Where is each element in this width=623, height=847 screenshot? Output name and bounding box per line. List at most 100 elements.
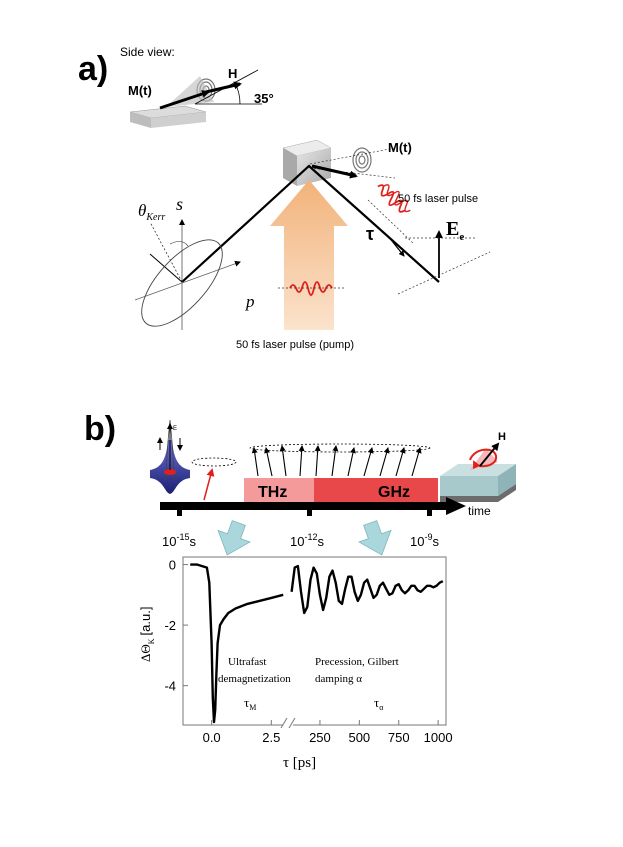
p-axis-label: p: [245, 292, 255, 311]
svg-text:ΔΘK[a.u.]: ΔΘK[a.u.]: [138, 607, 156, 662]
spin-arrow: [314, 445, 321, 477]
chart-frame: [182, 556, 447, 726]
tau-m-subscript: M: [249, 703, 256, 712]
e-field-dotted-guide: [397, 251, 491, 295]
svg-text:10-9s: 10-9s: [410, 532, 439, 549]
y-axis-unit: [a.u.]: [138, 607, 153, 636]
precession-spins: [249, 443, 431, 477]
sample-slab: H: [440, 431, 516, 502]
m-vector-arrow: [159, 90, 210, 110]
svg-text:τM: τM: [244, 695, 256, 712]
tick-unit: s: [189, 534, 196, 549]
spin-arrow: [279, 445, 287, 477]
axis-break-gap: [283, 718, 293, 730]
polarization-diagram: θKerr s p: [134, 194, 255, 330]
timeline-tick: [427, 506, 432, 516]
tick-unit: s: [432, 534, 439, 549]
panel-a-label: a): [78, 50, 108, 88]
p-axis: [134, 260, 241, 301]
pump-beam-arrow: [270, 180, 348, 330]
x-tick-label: 250: [309, 730, 331, 745]
e-field-letter: E: [446, 218, 459, 240]
spin-arrow: [395, 447, 406, 477]
theta-letter: θ: [138, 201, 146, 220]
side-view-m-label: M(t): [128, 83, 152, 98]
tau-alpha-letter: τ: [374, 695, 379, 710]
magnetization-ellipse: [191, 457, 237, 467]
side-view-h-label: H: [228, 66, 237, 81]
spin-arrow: [331, 445, 339, 477]
spin-arrow: [251, 447, 259, 477]
axis-break-slash: [288, 717, 296, 729]
s-axis-label: s: [176, 194, 183, 214]
m-vector-arrow: [311, 164, 358, 179]
pump-pulse-label: 50 fs laser pulse (pump): [236, 339, 354, 351]
y-tick-label: 0: [169, 558, 176, 573]
spin-arrow: [347, 447, 356, 477]
timeline-tick: [307, 506, 312, 516]
slab-base: [440, 484, 516, 502]
tick-exponent: -12: [304, 532, 317, 542]
cube-dotted-axis: [309, 147, 396, 165]
tick-base: 10: [290, 534, 304, 549]
x-tick-label: 2.5: [262, 730, 280, 745]
y-tick-label: -4: [164, 679, 176, 694]
panel-a: a) Side view: M(t) H 35°: [78, 45, 491, 351]
tick-exponent: -15: [176, 532, 189, 542]
axis-break-slash: [280, 717, 288, 729]
tau-label: τ: [366, 224, 374, 244]
pump-pulse: [289, 281, 333, 296]
slab-front: [440, 476, 498, 496]
svg-text:τα: τα: [374, 695, 384, 712]
y-axis-subscript: K: [147, 638, 156, 644]
x-tick-label: 750: [388, 730, 410, 745]
probe-pulse: [377, 184, 406, 213]
annotation-precession: Precession, Gilbert: [315, 656, 399, 668]
x-tick-label: 0.0: [203, 730, 221, 745]
x-tick-label: 1000: [424, 730, 453, 745]
spin-trajectory: [249, 443, 431, 453]
svg-text:Ee: Ee: [446, 218, 464, 243]
side-view-caption: Side view:: [120, 45, 175, 59]
x-axis-label: τ [ps]: [283, 755, 316, 771]
dos-outline: [165, 419, 175, 481]
probe-pulse: [383, 184, 411, 213]
dos-hot-spot: [164, 469, 176, 475]
chart-lines: [190, 563, 444, 724]
kerr-angle-arc: [169, 241, 189, 247]
demagnetization-curve: [190, 563, 284, 724]
m-label: M(t): [388, 140, 412, 155]
kerr-rotation-axis: [149, 221, 183, 283]
time-label: time: [468, 504, 491, 518]
precession-cone: [166, 76, 214, 107]
spin-arrow: [363, 447, 374, 477]
slab-side: [498, 464, 516, 496]
angle-arc: [234, 82, 241, 105]
side-view-slab-side: [151, 112, 206, 128]
spin-arrow: [411, 447, 422, 477]
thz-bar: [244, 478, 314, 502]
e-field-label: Ee: [446, 218, 464, 243]
theta-subscript: Kerr: [145, 212, 165, 223]
ghz-bar: [314, 478, 438, 502]
timeline-arrowhead: [446, 497, 466, 515]
probe-pulse-label: 50 fs laser pulse: [398, 193, 478, 205]
band-structure-icon: E: [150, 419, 190, 494]
teal-pointer-arrow: [358, 520, 392, 556]
svg-text:10-12s: 10-12s: [290, 532, 324, 549]
cube-front: [283, 148, 297, 186]
tau-delay-arrow: [387, 235, 405, 257]
slab-top: [440, 464, 516, 476]
dos-e-label: E: [173, 426, 177, 432]
tick-unit: s: [317, 534, 324, 549]
excitation-red-arrow: [203, 468, 215, 501]
angle-tilted-line: [194, 69, 259, 105]
panel-b-label: b): [84, 410, 116, 448]
annotation-damping: damping α: [315, 673, 362, 685]
spin-arrow: [264, 447, 273, 477]
teal-pointer-arrow: [217, 520, 251, 556]
spin-arrow: [379, 447, 390, 477]
e-field-subscript: e: [459, 231, 464, 243]
panel-b: b) E T: [84, 410, 516, 771]
